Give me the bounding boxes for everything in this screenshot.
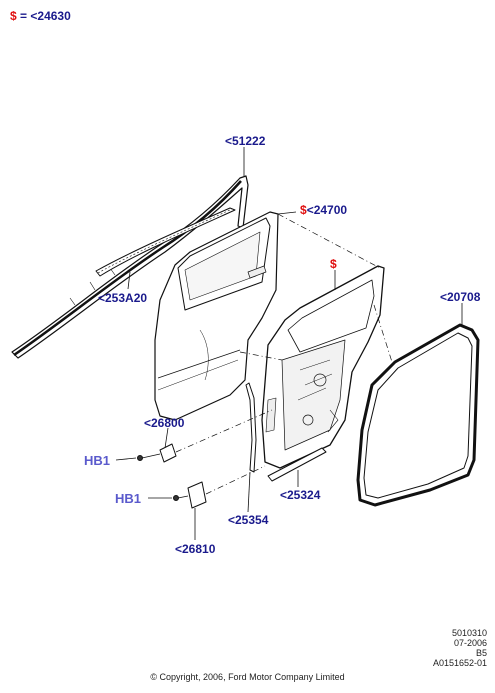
upper-hinge	[137, 443, 177, 463]
callout-20708: <20708	[440, 290, 481, 304]
footer-code2: B5	[475, 648, 487, 658]
glass-run-seal	[95, 207, 236, 277]
legend-part: <24630	[30, 9, 71, 23]
leader-lines	[115, 147, 463, 540]
footer-date: 07-2006	[453, 638, 487, 648]
callout-inner-symbol-mark: $	[330, 257, 337, 271]
lower-hinge	[173, 481, 207, 509]
callout-hb1-lower: HB1	[115, 491, 142, 506]
callout-24700-symbol: $	[300, 203, 307, 217]
lower-rear-seal	[245, 382, 257, 473]
door-outer-panel	[154, 211, 279, 421]
bottom-seal	[267, 447, 327, 482]
callout-24700: $<24700	[300, 203, 347, 217]
legend: $ = <24630	[10, 9, 71, 23]
footer-code1: 5010310	[451, 628, 487, 638]
callout-hb1-upper: HB1	[84, 453, 111, 468]
legend-equals: =	[20, 9, 28, 23]
alignment-lines	[175, 213, 393, 495]
footer-meta: 5010310 07-2006 B5 A0151652-01	[433, 628, 487, 668]
callout-25354: <25354	[228, 513, 269, 527]
callout-inner-symbol: $	[330, 257, 337, 271]
door-weatherstrip	[356, 323, 480, 507]
callout-25324: <25324	[280, 488, 321, 502]
door-inner-frame	[261, 265, 385, 469]
callout-51222: <51222	[225, 134, 266, 148]
footer-ref: A0151652-01	[432, 658, 487, 668]
legend-symbol: $	[10, 9, 17, 23]
copyright: © Copyright, 2006, Ford Motor Company Li…	[150, 672, 345, 682]
callout-26800: <26800	[144, 416, 185, 430]
callout-253A20: <253A20	[98, 291, 148, 305]
callout-26810: <26810	[175, 542, 216, 556]
callout-24700-label: <24700	[306, 203, 348, 217]
